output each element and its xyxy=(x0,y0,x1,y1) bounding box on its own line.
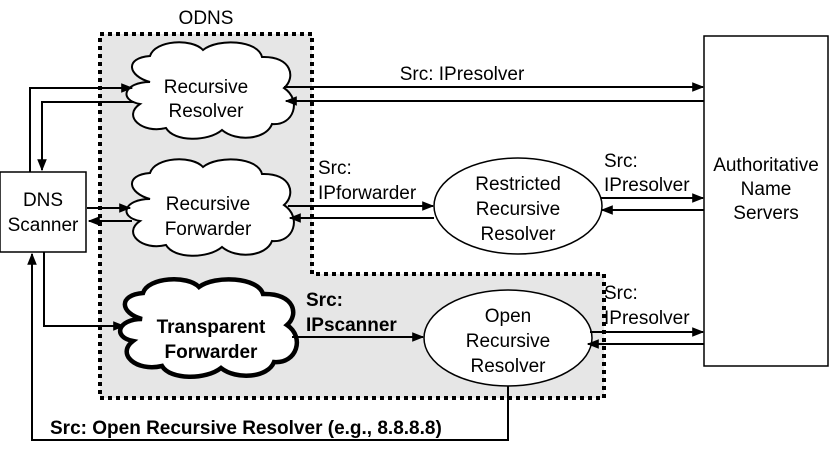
label-src-ipforwarder-1: Src: xyxy=(318,158,352,179)
authoritative-name-servers: Authoritative Name Servers xyxy=(703,35,829,367)
arrow-scanner-to-resolver xyxy=(29,83,134,172)
transparent-forwarder-cloud: Transparent Forwarder xyxy=(117,277,299,379)
arrow-open-to-scanner xyxy=(27,252,509,441)
transparent-forwarder-label-line1: Transparent xyxy=(157,317,266,338)
recursive-resolver-label-line2: Resolver xyxy=(169,101,245,122)
arrow-resolver-to-scanner xyxy=(37,101,134,172)
label-src-ipresolver-mid-1: Src: xyxy=(604,151,638,172)
label-src-ipresolver-top: Src: IPresolver xyxy=(400,64,525,85)
scanner-label-line1: DNS xyxy=(23,190,63,211)
dns-scanner: DNS Scanner xyxy=(0,171,87,253)
restricted-label-line2: Recursive xyxy=(476,199,560,220)
label-src-ipresolver-bot-2: IPresolver xyxy=(604,308,690,329)
label-src-ipscanner-1: Src: xyxy=(306,290,343,311)
open-recursive-resolver: Open Recursive Resolver xyxy=(423,289,593,387)
recursive-forwarder-label-line1: Recursive xyxy=(166,194,250,215)
recursive-resolver-cloud: Recursive Resolver xyxy=(125,41,295,140)
scanner-label-line2: Scanner xyxy=(8,215,79,236)
restricted-label-line1: Restricted xyxy=(475,174,561,195)
label-src-ipscanner-2: IPscanner xyxy=(306,315,397,336)
restricted-label-line3: Resolver xyxy=(481,224,557,245)
recursive-forwarder-label-line2: Forwarder xyxy=(165,219,252,240)
open-label-line2: Recursive xyxy=(466,331,550,352)
authoritative-label-line2: Name xyxy=(741,179,792,200)
odns-label: ODNS xyxy=(179,8,234,29)
open-label-line1: Open xyxy=(485,306,531,327)
recursive-resolver-label-line1: Recursive xyxy=(164,77,248,98)
arrow-scanner-to-transparent xyxy=(43,252,126,331)
open-label-line3: Resolver xyxy=(471,356,547,377)
label-src-ipresolver-mid-2: IPresolver xyxy=(604,175,690,196)
label-src-ipresolver-bot-1: Src: xyxy=(604,283,638,304)
label-src-ipforwarder-2: IPforwarder xyxy=(318,183,417,204)
recursive-forwarder-cloud: Recursive Forwarder xyxy=(125,158,295,257)
label-src-open-resolver: Src: Open Recursive Resolver (e.g., 8.8.… xyxy=(50,418,442,439)
restricted-recursive-resolver: Restricted Recursive Resolver xyxy=(433,157,603,255)
authoritative-label-line1: Authoritative xyxy=(713,155,819,176)
transparent-forwarder-label-line2: Forwarder xyxy=(165,342,259,363)
authoritative-label-line3: Servers xyxy=(733,203,798,224)
